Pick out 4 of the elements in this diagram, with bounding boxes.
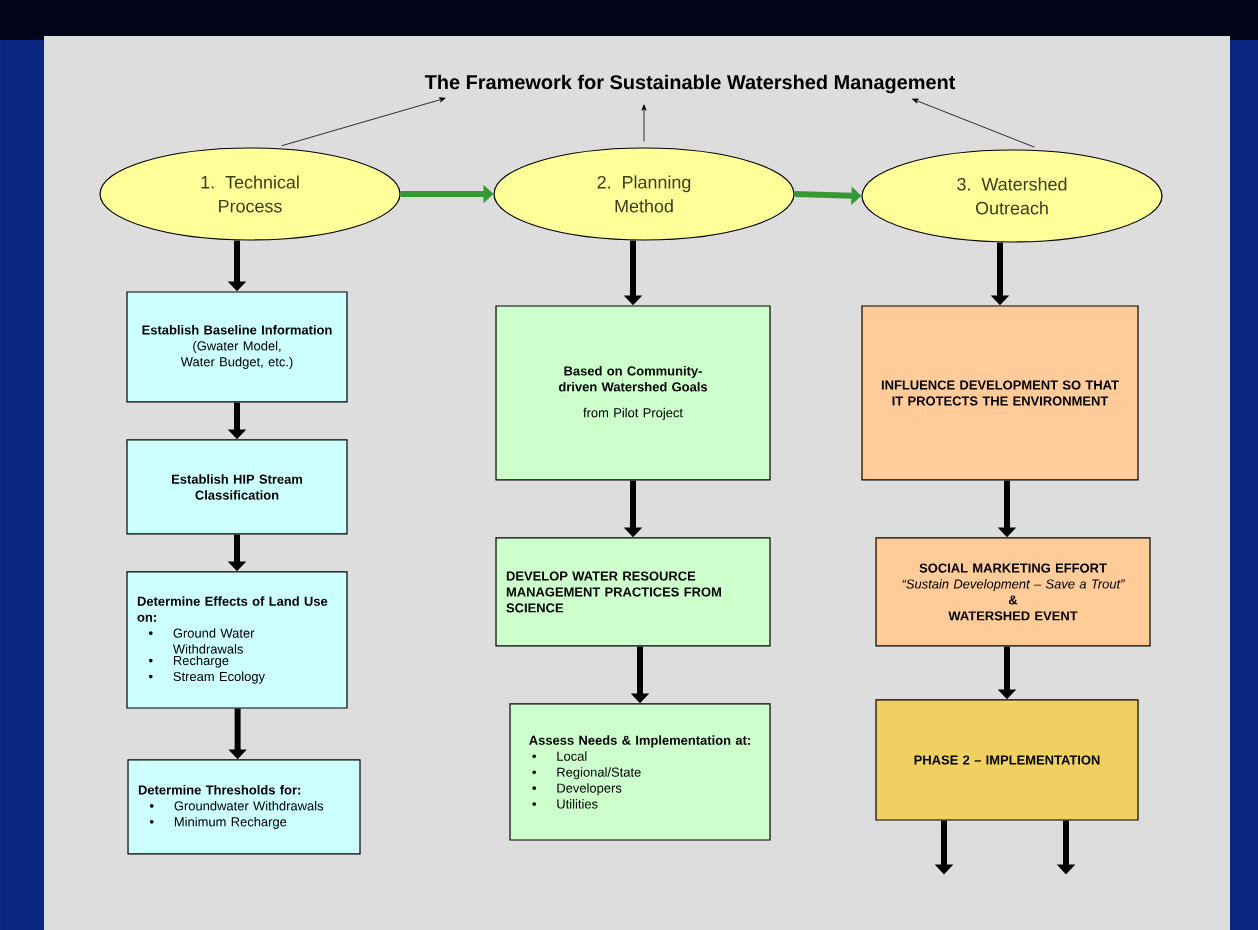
title: The Framework for Sustainable Watershed Management bbox=[424, 74, 956, 94]
arrow bbox=[912, 98, 1035, 148]
arrow bbox=[281, 97, 446, 147]
arrow bbox=[641, 104, 647, 142]
